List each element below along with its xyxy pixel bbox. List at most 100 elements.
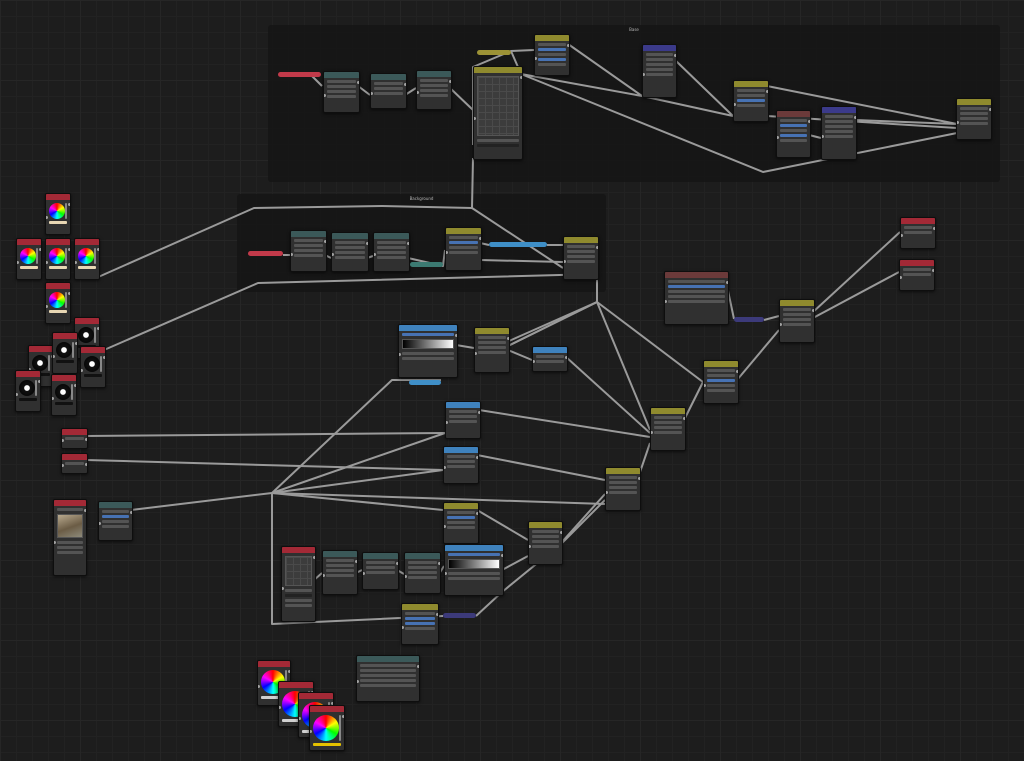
node-field[interactable] [567,255,595,258]
bg-node-2-header[interactable] [332,233,368,239]
output-socket[interactable] [476,456,478,459]
mix-node-2[interactable] [605,467,641,511]
shader-node-1[interactable] [443,502,479,544]
node-field[interactable] [532,530,559,533]
color-wheel[interactable] [55,384,71,400]
color-ramp-node-1-header[interactable] [399,325,457,331]
node-link[interactable] [475,499,606,617]
rgb-input-2[interactable] [16,238,42,280]
value-slider[interactable] [71,384,73,400]
output-socket[interactable] [736,370,738,373]
input-socket[interactable] [323,574,325,577]
output-socket[interactable] [683,417,685,420]
tex-node-1-header[interactable] [533,347,567,353]
node-field[interactable] [707,369,735,372]
tex-node-2[interactable] [445,401,481,439]
value-node-1-header[interactable] [62,429,87,435]
output-socket[interactable] [479,237,481,240]
shader-node-3-header[interactable] [402,604,438,610]
input-socket[interactable] [374,253,376,256]
base-node-6[interactable] [776,110,811,158]
input-socket[interactable] [957,121,959,124]
mapping-node-header[interactable] [99,502,132,508]
output-socket[interactable] [478,411,480,414]
input-socket[interactable] [357,680,359,683]
output-socket[interactable] [39,248,41,251]
shader-node-3[interactable] [401,603,439,645]
node-field[interactable] [780,129,807,132]
color-ramp-node-2[interactable] [444,544,504,596]
output-socket[interactable] [103,356,105,359]
bg-node-2[interactable] [331,232,369,272]
node-field[interactable] [478,336,506,339]
node-field[interactable] [366,571,395,574]
color-ramp-node-1[interactable] [398,324,458,378]
node-field[interactable] [102,510,129,513]
base-curves-node[interactable] [473,66,523,160]
color-wheel[interactable] [84,356,100,372]
node-field[interactable] [405,627,435,630]
output-socket[interactable] [75,342,77,345]
node-field[interactable] [102,525,129,528]
input-socket[interactable] [363,572,365,575]
curves-node-2-header[interactable] [282,547,315,553]
value-slider[interactable] [65,203,67,219]
node-field[interactable] [904,231,932,234]
node-field[interactable] [285,589,312,592]
color-swatch[interactable] [78,266,96,269]
output-node-1-header[interactable] [901,218,935,224]
reroute-bg-input[interactable] [248,251,283,256]
input-socket[interactable] [299,717,301,720]
node-field[interactable] [646,53,673,56]
input-socket[interactable] [324,94,326,97]
output-socket[interactable] [68,292,70,295]
node-field[interactable] [420,89,448,92]
node-link[interactable] [674,59,734,117]
node-field[interactable] [377,246,406,249]
input-socket[interactable] [371,92,373,95]
node-field[interactable] [567,260,595,263]
color-ramp-gradient[interactable] [448,559,500,569]
node-field[interactable] [65,462,84,465]
input-socket[interactable] [81,369,83,372]
node-field[interactable] [326,569,354,572]
color-swatch[interactable] [261,696,287,699]
value-input-2[interactable] [28,345,54,387]
node-link[interactable] [565,356,651,434]
node-field[interactable] [825,135,853,138]
value-slider[interactable] [48,355,50,371]
node-link[interactable] [567,43,643,97]
output-socket[interactable] [989,108,991,111]
output-socket[interactable] [854,116,856,119]
node-field[interactable] [654,416,682,419]
color-swatch[interactable] [49,310,67,313]
node-field[interactable] [449,420,477,423]
color-wheel[interactable] [49,292,65,308]
output-socket[interactable] [342,715,344,718]
output-socket[interactable] [449,80,451,83]
output-socket[interactable] [565,356,567,359]
node-field[interactable] [707,389,735,392]
rgb-input-3[interactable] [45,238,71,280]
node-field[interactable] [408,561,437,564]
node-field[interactable] [405,612,435,615]
input-socket[interactable] [444,525,446,528]
color-swatch[interactable] [49,266,67,269]
tex-node-3-header[interactable] [444,447,478,453]
node-field[interactable] [449,241,478,244]
output-socket[interactable] [520,76,522,79]
value-slider[interactable] [35,380,37,396]
node-field[interactable] [960,117,988,120]
output-socket[interactable] [38,380,40,383]
bg-node-1[interactable] [290,230,327,272]
input-socket[interactable] [46,305,48,308]
conv-node-3-header[interactable] [405,553,440,559]
value-slider[interactable] [65,248,67,264]
node-field[interactable] [102,515,129,518]
input-socket[interactable] [62,439,64,442]
node-field[interactable] [903,273,931,276]
node-field[interactable] [447,526,475,529]
node-field[interactable] [668,295,725,298]
node-link[interactable] [766,85,958,125]
node-field[interactable] [447,455,475,458]
